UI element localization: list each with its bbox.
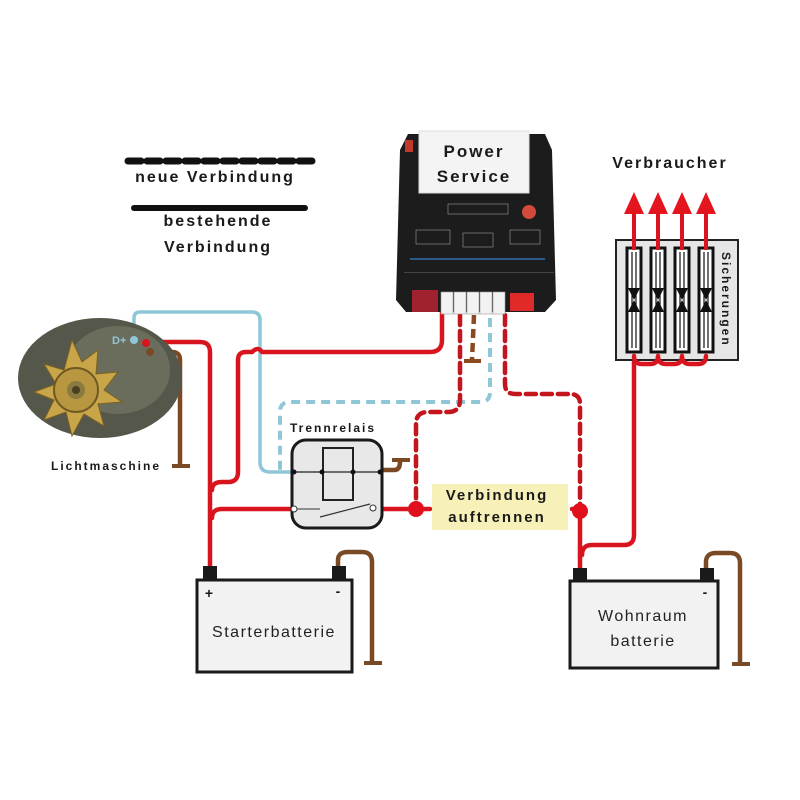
starter-minus-label: - <box>336 583 343 599</box>
consumer-arrow-icon <box>624 192 644 214</box>
fuse-body <box>697 246 715 354</box>
fuse-bus-wire <box>631 353 709 367</box>
device-badge <box>522 205 536 219</box>
starter-battery: + - Starterbatterie <box>195 566 354 674</box>
power-service-ground-wire <box>469 314 477 361</box>
starter-battery-ground-wire <box>335 549 375 665</box>
fuse-feed-wire <box>579 359 637 558</box>
terminal-block-red-2 <box>510 293 534 311</box>
starter-plus-post <box>203 566 217 580</box>
device-label-line1: Power <box>443 142 504 161</box>
cut-point-right <box>572 503 588 519</box>
relay: Trennrelais <box>290 421 384 530</box>
new-wire-starter-side <box>413 312 463 508</box>
legend: neue Verbindung bestehende Verbindung <box>124 157 316 256</box>
starter-minus-post <box>332 566 346 580</box>
wires <box>132 307 750 666</box>
relay-pin <box>377 469 383 475</box>
device-logo-mark <box>405 140 413 152</box>
relay-switch-contact <box>369 504 377 512</box>
fuse <box>624 192 644 354</box>
starter-plus-label: + <box>205 585 215 601</box>
cut-note-highlight <box>432 484 568 530</box>
house-battery-ground-wire <box>703 550 743 666</box>
terminal-b-minus <box>146 348 154 356</box>
legend-new-connection-label: neue Verbindung <box>135 169 295 186</box>
fuse <box>648 192 668 354</box>
house-minus-post <box>700 568 714 582</box>
relay-ground-wire <box>375 459 403 473</box>
alternator-fan <box>32 338 124 438</box>
house-battery-label-line1: Wohnraum <box>598 608 688 625</box>
house-battery-box <box>568 579 720 670</box>
cut-note-line1: Verbindung <box>446 487 549 504</box>
fuse-body <box>625 246 643 354</box>
relay-pin <box>291 469 297 475</box>
device-panel-schematic <box>415 203 541 248</box>
house-minus-label: - <box>703 584 710 600</box>
fuse <box>672 192 692 354</box>
starter-battery-label: Starterbatterie <box>212 624 336 641</box>
fuse-body <box>673 246 691 354</box>
relay-input-wire <box>209 506 299 521</box>
house-plus-post <box>573 568 587 582</box>
fuse-group <box>624 192 716 354</box>
consumers: Verbraucher Sicherungen <box>612 155 739 367</box>
terminal-b-plus <box>142 339 150 347</box>
power-service-device: Power Service <box>396 130 556 315</box>
signal-wire-new <box>278 318 492 470</box>
cut-note: Verbindung auftrennen <box>432 484 568 530</box>
relay-pin <box>319 469 325 475</box>
alternator-label: Lichtmaschine <box>51 459 161 473</box>
device-label-card <box>418 130 530 194</box>
fuse-link <box>652 288 664 312</box>
signal-wire-d-plus <box>132 310 292 474</box>
fuse-link <box>700 288 712 312</box>
terminal-d-plus <box>130 336 138 344</box>
device-label-line2: Service <box>437 167 512 186</box>
house-battery-label-line2: batterie <box>610 633 675 650</box>
terminal-block-white <box>440 291 506 315</box>
relay-label: Trennrelais <box>290 421 376 435</box>
alternator: D+ Lichtmaschine <box>18 318 182 473</box>
device-stripe <box>410 258 545 260</box>
legend-existing-connection-label-2: Verbindung <box>164 239 272 256</box>
cut-point-left <box>408 501 424 517</box>
house-battery: - Wohnraum batterie <box>568 568 720 670</box>
consumers-label: Verbraucher <box>612 155 727 172</box>
consumer-arrow-icon <box>696 192 716 214</box>
cut-note-line2: auftrennen <box>448 509 546 526</box>
alternator-positive-wire <box>145 339 213 573</box>
terminal-d-plus-label: D+ <box>112 335 126 347</box>
fuse-link <box>628 288 640 312</box>
fuse-body <box>649 246 667 354</box>
device-divider <box>404 272 554 273</box>
relay-switch <box>319 503 371 518</box>
relay-pin <box>350 469 356 475</box>
fuses-label: Sicherungen <box>719 252 733 347</box>
starter-battery-box <box>195 578 354 674</box>
fuse <box>696 192 716 354</box>
consumer-arrow-icon <box>672 192 692 214</box>
consumer-arrow-icon <box>648 192 668 214</box>
new-wire-house-side <box>502 312 583 508</box>
relay-switch-contact <box>290 505 298 513</box>
relay-box <box>290 438 384 530</box>
power-service-input-wire <box>209 307 445 493</box>
terminal-block-red <box>412 290 438 312</box>
fuse-link <box>676 288 688 312</box>
legend-existing-connection-label-1: bestehende <box>164 213 273 230</box>
